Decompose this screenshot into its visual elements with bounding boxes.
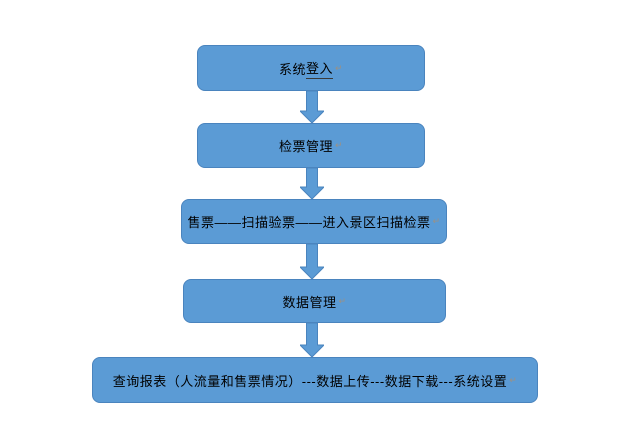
down-arrow-connector-4 [300,323,324,357]
down-arrow-icon [300,168,324,199]
flow-node-data-management: 数据管理↵ [183,279,446,323]
paragraph-return-mark: ↵ [338,295,347,306]
paragraph-return-mark: ↵ [334,140,344,150]
flow-node-label-underlined: 登入 [305,58,333,79]
flow-node-system-login: 系统登入↵ [197,45,425,91]
paragraph-return-mark: ↵ [432,216,441,226]
down-arrow-icon [300,323,324,357]
flow-node-ticketing-process: 售票——扫描验票——进入景区扫描检票↵ [181,199,447,244]
paragraph-return-mark: ↵ [334,62,344,73]
down-arrow-icon [300,91,324,123]
down-arrow-connector-1 [300,91,324,123]
flow-node-reports-and-settings: 查询报表（人流量和售票情况）---数据上传---数据下载---系统设置↵ [92,357,538,403]
flow-node-ticket-inspection: 检票管理↵ [197,123,425,168]
flow-node-label: 系统 [278,61,306,77]
down-arrow-connector-3 [300,244,324,279]
flow-node-label: 数据管理 [282,294,337,310]
flow-node-label: 查询报表（人流量和售票情况）---数据上传---数据下载---系统设置 [112,373,508,389]
flow-node-label: 检票管理 [278,139,333,154]
flow-node-label: 售票——扫描验票——进入景区扫描检票 [187,215,431,230]
paragraph-return-mark: ↵ [509,374,518,385]
down-arrow-connector-2 [300,168,324,199]
down-arrow-icon [300,244,324,279]
